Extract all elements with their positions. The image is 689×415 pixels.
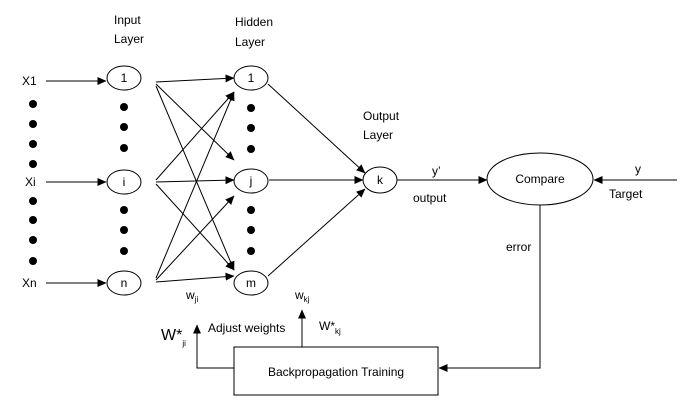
adjust-weights-label: Adjust weights [208,321,285,335]
weight-wji-base: w [185,288,195,302]
weight-wstar-ji-sub: ji [181,339,186,348]
hidden-node-j-label: j [249,174,253,188]
input-layer-label-line1: Input [114,13,141,27]
hidden-layer-label-line1: Hidden [235,15,273,29]
input-node-n [106,270,142,296]
y-prime-label: y’ [432,164,441,178]
backpropagation-training-label: Backpropagation Training [268,365,404,379]
weight-wstar-ji-label: W*ji [161,327,186,348]
weight-wstar-kj-base: W* [319,319,335,333]
input-node-1 [106,65,142,91]
input-node-1-label: 1 [121,71,128,85]
error-path-arrow [438,205,541,372]
input-x-dots [29,100,37,265]
compare-label: Compare [515,172,565,186]
error-label: error [506,240,531,254]
hidden-node-m [233,270,269,296]
backpropagation-training-box [233,346,439,396]
input-xn-label: Xn [22,276,37,290]
hidden-output-connections [267,83,366,277]
input-x1-label: X1 [22,74,37,88]
hidden-node-1-label: 1 [248,71,255,85]
weight-wstar-kj-sub: kj [335,327,341,336]
hidden-node-j [233,168,269,194]
input-node-n-label: n [121,276,128,290]
target-label: Target [609,187,643,201]
hidden-node-1 [233,65,269,91]
weight-wstar-ji-base: W* [161,327,182,344]
y-label: y [635,162,641,176]
weight-wji-sub: ji [194,295,199,304]
output-label: output [413,191,447,205]
hidden-layer-dots [247,104,255,255]
input-node-i [106,169,142,195]
hidden-node-m-label: m [246,276,256,290]
input-node-i-label: i [123,175,126,189]
input-hidden-connections [155,74,235,283]
output-node-k-label: k [377,173,384,187]
weight-wkj-sub: kj [304,295,310,304]
input-layer-dots [120,103,128,255]
weight-wji-label: wji [185,288,198,304]
output-layer-label-line2: Layer [363,128,393,142]
input-xi-label: Xi [25,175,36,189]
weight-wkj-base: w [294,288,304,302]
input-layer-label-line2: Layer [114,32,144,46]
feedback-wji-arrow [193,324,234,369]
weight-wkj-label: wkj [294,288,310,304]
hidden-layer-label-line2: Layer [235,35,265,49]
output-layer-label-line1: Output [363,109,400,123]
weight-wstar-kj-label: W*kj [319,319,341,336]
